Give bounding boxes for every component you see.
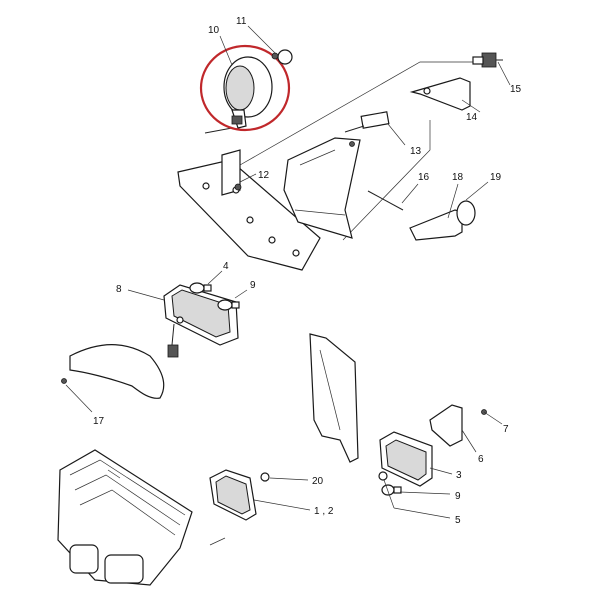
lamp-part-3 <box>379 431 433 487</box>
harness-wire-top <box>239 61 487 166</box>
callout-9-bottom: 9 <box>455 491 461 502</box>
bracket-part-6 <box>429 404 463 447</box>
tail-light-part-8 <box>163 284 239 358</box>
front-grille <box>57 449 193 586</box>
connector-part-15 <box>472 52 503 68</box>
callout-13: 13 <box>410 146 422 157</box>
callout-3: 3 <box>456 470 462 481</box>
screw-lower <box>209 537 226 546</box>
bulb-part-9-top <box>217 299 240 311</box>
bulb-part-9-bottom <box>381 484 402 496</box>
pin-part-16 <box>367 190 404 211</box>
bulb-part-4 <box>189 282 212 294</box>
callout-17: 17 <box>93 416 105 427</box>
washer-part-12 <box>234 183 242 191</box>
leader-lines <box>65 25 511 519</box>
callout-10: 10 <box>208 25 220 36</box>
callout-11: 11 <box>236 16 247 27</box>
callout-1-2: 1 , 2 <box>314 506 334 517</box>
work-lamp-part-10 <box>204 56 273 134</box>
callout-18: 18 <box>452 172 464 183</box>
callout-14: 14 <box>466 112 478 123</box>
callout-16: 16 <box>418 172 430 183</box>
bracket-part-14 <box>409 77 471 111</box>
callout-20: 20 <box>312 476 324 487</box>
callout-4: 4 <box>223 261 229 272</box>
callout-15: 15 <box>510 84 522 95</box>
callout-8: 8 <box>116 284 122 295</box>
harness-wire-mid <box>342 120 431 241</box>
callout-6: 6 <box>478 454 484 465</box>
mounting-plate <box>177 149 321 271</box>
highlight-circle <box>199 44 291 132</box>
bracket-part-18 <box>409 209 463 241</box>
callout-5: 5 <box>455 515 461 526</box>
callout-12: 12 <box>258 170 270 181</box>
callout-7: 7 <box>503 424 509 435</box>
connector-part-13 <box>344 111 390 147</box>
bulb-part-20 <box>260 472 270 482</box>
bulb-part-5 <box>378 471 388 481</box>
side-bracket <box>309 333 359 463</box>
head-lamp-part-1-2 <box>209 469 257 521</box>
callout-9-top: 9 <box>250 280 256 291</box>
fender <box>69 344 165 399</box>
callout-19: 19 <box>490 172 502 183</box>
bolt-part-11 <box>271 49 293 65</box>
rear-bracket <box>283 137 361 239</box>
disc-part-19 <box>456 200 476 226</box>
